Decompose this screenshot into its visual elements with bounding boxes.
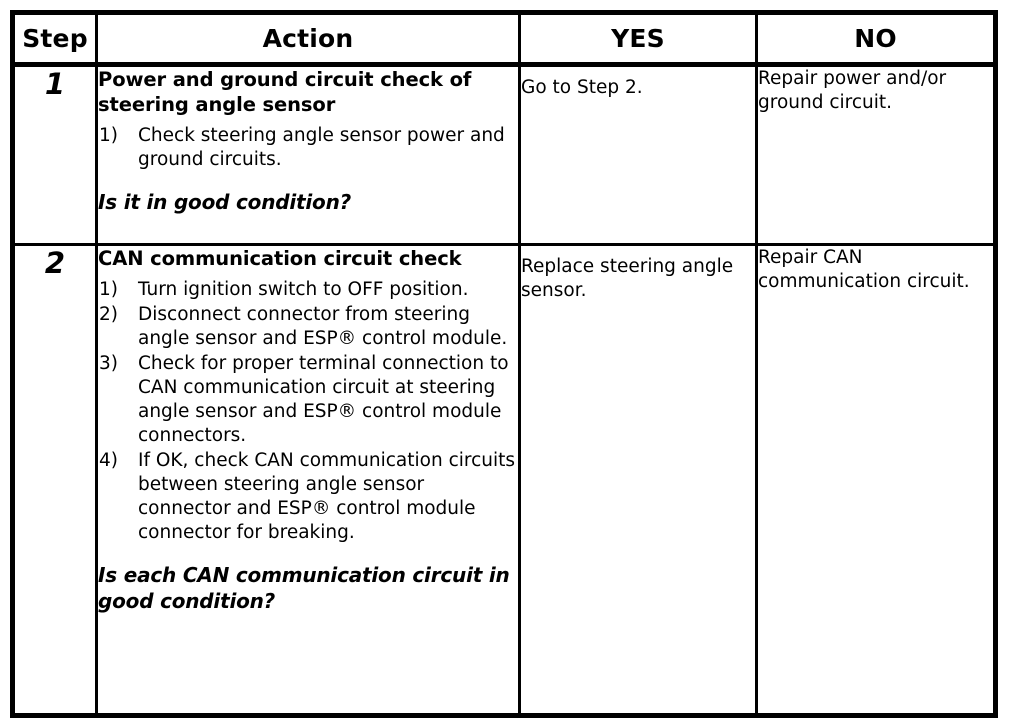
action-title-2: CAN communication circuit check <box>98 247 462 270</box>
action-step-list-2: 1) Turn ignition switch to OFF position.… <box>98 278 518 545</box>
column-header-action: Action <box>95 11 521 67</box>
yes-result-cell-2: Replace steering angle sensor. <box>518 243 758 717</box>
action-question-2: Is each CAN communication circuit in goo… <box>98 563 510 613</box>
no-result-cell-1: Repair power and/or ground circuit. <box>755 63 997 246</box>
table-row: 1 Power and ground circuit check of stee… <box>11 63 997 246</box>
yes-result-cell-1: Go to Step 2. <box>518 63 758 246</box>
list-item-text: If OK, check CAN communication circuits … <box>138 450 516 543</box>
troubleshooting-table: Step Action YES NO 1 Power and ground ci… <box>10 10 998 718</box>
list-item-text: Turn ignition switch to OFF position. <box>138 279 469 300</box>
list-item: 4) If OK, check CAN communication circui… <box>98 449 518 545</box>
list-item-number: 1) <box>99 125 118 146</box>
column-header-no: NO <box>755 11 997 67</box>
list-item-number: 4) <box>99 450 118 471</box>
list-item: 1) Check steering angle sensor power and… <box>98 124 518 172</box>
table-row: 2 CAN communication circuit check 1) Tur… <box>11 243 997 717</box>
action-step-list-1: 1) Check steering angle sensor power and… <box>98 124 518 172</box>
list-item-number: 1) <box>99 279 118 300</box>
column-header-yes: YES <box>518 11 758 67</box>
no-result-cell-2: Repair CAN communication circuit. <box>755 243 997 717</box>
column-header-step: Step <box>11 11 98 67</box>
action-question-1: Is it in good condition? <box>98 190 352 214</box>
table-header-row: Step Action YES NO <box>11 11 997 67</box>
action-title-1: Power and ground circuit check of steeri… <box>98 68 472 116</box>
step-number-cell-2: 2 <box>11 243 98 717</box>
list-item: 3) Check for proper terminal connection … <box>98 352 518 448</box>
list-item-number: 3) <box>99 353 118 374</box>
action-cell-2: CAN communication circuit check 1) Turn … <box>95 243 521 717</box>
list-item: 1) Turn ignition switch to OFF position. <box>98 278 518 302</box>
list-item-text: Disconnect connector from steering angle… <box>138 304 508 349</box>
list-item-text: Check for proper terminal connection to … <box>138 353 509 446</box>
step-number-cell-1: 1 <box>11 63 98 246</box>
action-cell-1: Power and ground circuit check of steeri… <box>95 63 521 246</box>
list-item-number: 2) <box>99 304 118 325</box>
list-item: 2) Disconnect connector from steering an… <box>98 303 518 351</box>
list-item-text: Check steering angle sensor power and gr… <box>138 125 505 170</box>
